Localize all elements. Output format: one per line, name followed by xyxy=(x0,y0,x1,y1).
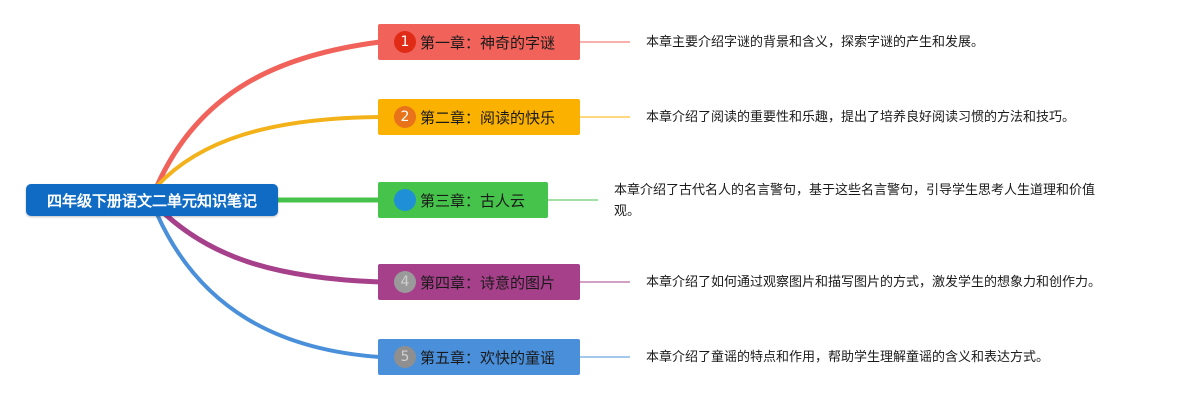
number-1-icon: 1 xyxy=(394,31,416,53)
number-5-icon: 5 xyxy=(394,346,416,368)
description-chapter-1: 本章主要介绍字谜的背景和含义，探索字谜的产生和发展。 xyxy=(646,35,985,50)
number-2-icon: 2 xyxy=(394,106,416,128)
branch-title: 第五章：欢快的童谣 xyxy=(420,348,556,367)
branch-title: 第四章：诗意的图片 xyxy=(420,273,556,292)
root-title: 四年级下册语文二单元知识笔记 xyxy=(46,191,257,210)
connector-4 xyxy=(162,211,383,285)
number-3-icon: 3 xyxy=(394,189,416,211)
number-4-icon: 4 xyxy=(394,271,416,293)
branch-chapter-1[interactable]: 1 第一章：神奇的字谜 xyxy=(378,24,580,60)
branch-chapter-4[interactable]: 4 第四章：诗意的图片 xyxy=(378,264,580,300)
connector-1 xyxy=(154,39,383,189)
branch-chapter-5[interactable]: 5 第五章：欢快的童谣 xyxy=(378,339,580,375)
branch-title: 第二章：阅读的快乐 xyxy=(420,108,556,127)
branch-chapter-3[interactable]: 3 第三章：古人云 xyxy=(378,182,548,218)
description-chapter-4: 本章介绍了如何通过观察图片和描写图片的方式，激发学生的想象力和创作力。 xyxy=(646,275,1102,290)
connector-5 xyxy=(155,212,382,359)
branch-chapter-2[interactable]: 2 第二章：阅读的快乐 xyxy=(378,99,580,135)
description-chapter-5: 本章介绍了童谣的特点和作用，帮助学生理解童谣的含义和表达方式。 xyxy=(646,350,1050,365)
root-topic[interactable]: 四年级下册语文二单元知识笔记 xyxy=(26,184,278,216)
description-chapter-2: 本章介绍了阅读的重要性和乐趣，提出了培养良好阅读习惯的方法和技巧。 xyxy=(646,110,1076,125)
description-chapter-3: 本章介绍了古代名人的名言警句，基于这些名言警句，引导学生思考人生道理和价值观。 xyxy=(614,183,1096,219)
branch-title: 第三章：古人云 xyxy=(420,191,526,210)
branch-title: 第一章：神奇的字谜 xyxy=(420,33,556,52)
connector-2 xyxy=(155,115,382,188)
